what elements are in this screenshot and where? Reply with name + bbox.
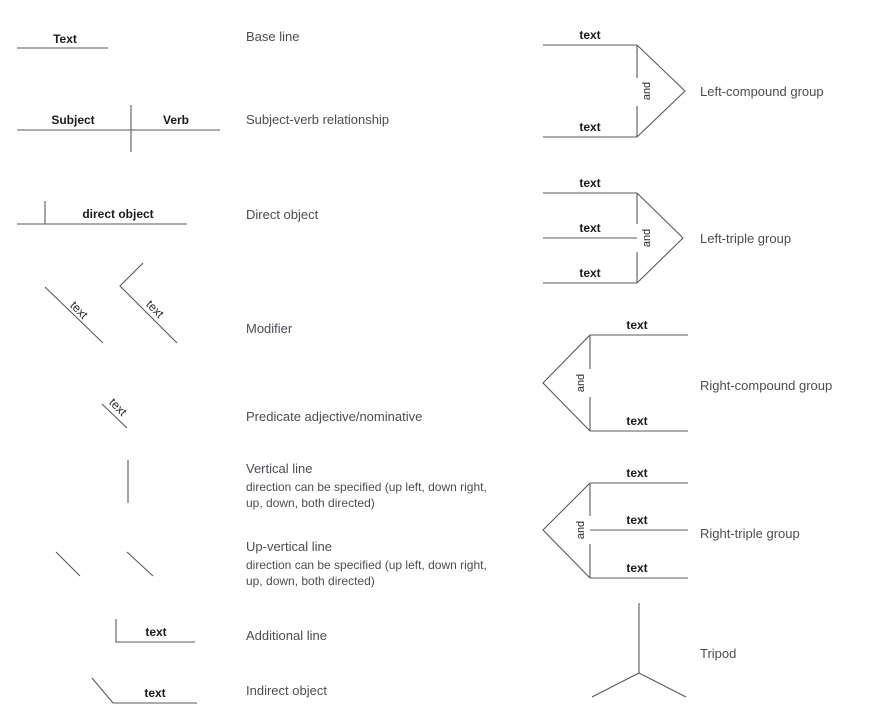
label-up-vertical-line: Up-vertical line direction can be specif… <box>246 539 491 589</box>
indirect-object-text: text <box>144 686 166 700</box>
up-vertical-line-symbol <box>55 551 154 577</box>
label-left-triple-group: Left-triple group <box>700 231 792 246</box>
base-line-text: Text <box>53 32 77 46</box>
modifier-symbol-bent <box>119 262 178 344</box>
additional-line-symbol <box>115 619 195 643</box>
left-compound-group-symbol <box>543 44 686 138</box>
direct-object-symbol <box>17 201 187 225</box>
label-indirect-object: Indirect object <box>246 683 327 698</box>
left-triple-bottom-text: text <box>579 266 601 280</box>
left-triple-middle-text: text <box>579 221 601 235</box>
verb-text: Verb <box>162 113 190 127</box>
right-compound-top-text: text <box>626 318 648 332</box>
label-vertical-line-title: Vertical line <box>246 461 313 476</box>
label-modifier: Modifier <box>246 321 293 336</box>
right-triple-bottom-text: text <box>626 561 648 575</box>
left-compound-bottom-text: text <box>579 120 601 134</box>
right-triple-group-symbol <box>542 482 688 579</box>
label-tripod: Tripod <box>700 646 737 661</box>
label-right-compound-group: Right-compound group <box>700 378 833 393</box>
right-compound-and-text: and <box>575 373 587 393</box>
label-left-compound-group: Left-compound group <box>700 84 824 99</box>
label-predicate-adjective: Predicate adjective/nominative <box>246 409 423 424</box>
subject-verb-symbol <box>17 105 220 152</box>
right-triple-middle-text: text <box>626 513 648 527</box>
left-triple-group-symbol <box>543 192 684 284</box>
label-vertical-line-description: direction can be specified (up left, dow… <box>246 480 487 511</box>
label-up-vertical-line-description: direction can be specified (up left, dow… <box>246 558 487 589</box>
left-compound-top-text: text <box>579 28 601 42</box>
label-vertical-line: Vertical line direction can be specified… <box>246 461 491 511</box>
label-subject-verb: Subject-verb relationship <box>246 112 390 127</box>
right-triple-and-text: and <box>575 520 587 540</box>
right-compound-bottom-text: text <box>626 414 648 428</box>
label-right-triple-group: Right-triple group <box>700 526 800 541</box>
left-triple-top-text: text <box>579 176 601 190</box>
label-up-vertical-line-title: Up-vertical line <box>246 539 332 554</box>
right-triple-top-text: text <box>626 466 648 480</box>
indirect-object-symbol <box>91 677 197 704</box>
direct-object-text: direct object <box>82 207 154 221</box>
left-triple-and-text: and <box>641 228 653 248</box>
label-direct-object: Direct object <box>246 207 319 222</box>
label-base-line: Base line <box>246 29 300 44</box>
predicate-adjective-symbol <box>101 403 128 429</box>
additional-line-text: text <box>145 625 167 639</box>
left-compound-and-text: and <box>641 81 653 101</box>
subject-text: Subject <box>51 113 95 127</box>
modifier-symbol-plain <box>44 286 104 344</box>
tripod-symbol <box>591 603 687 698</box>
label-additional-line: Additional line <box>246 628 327 643</box>
right-compound-group-symbol <box>542 334 688 432</box>
